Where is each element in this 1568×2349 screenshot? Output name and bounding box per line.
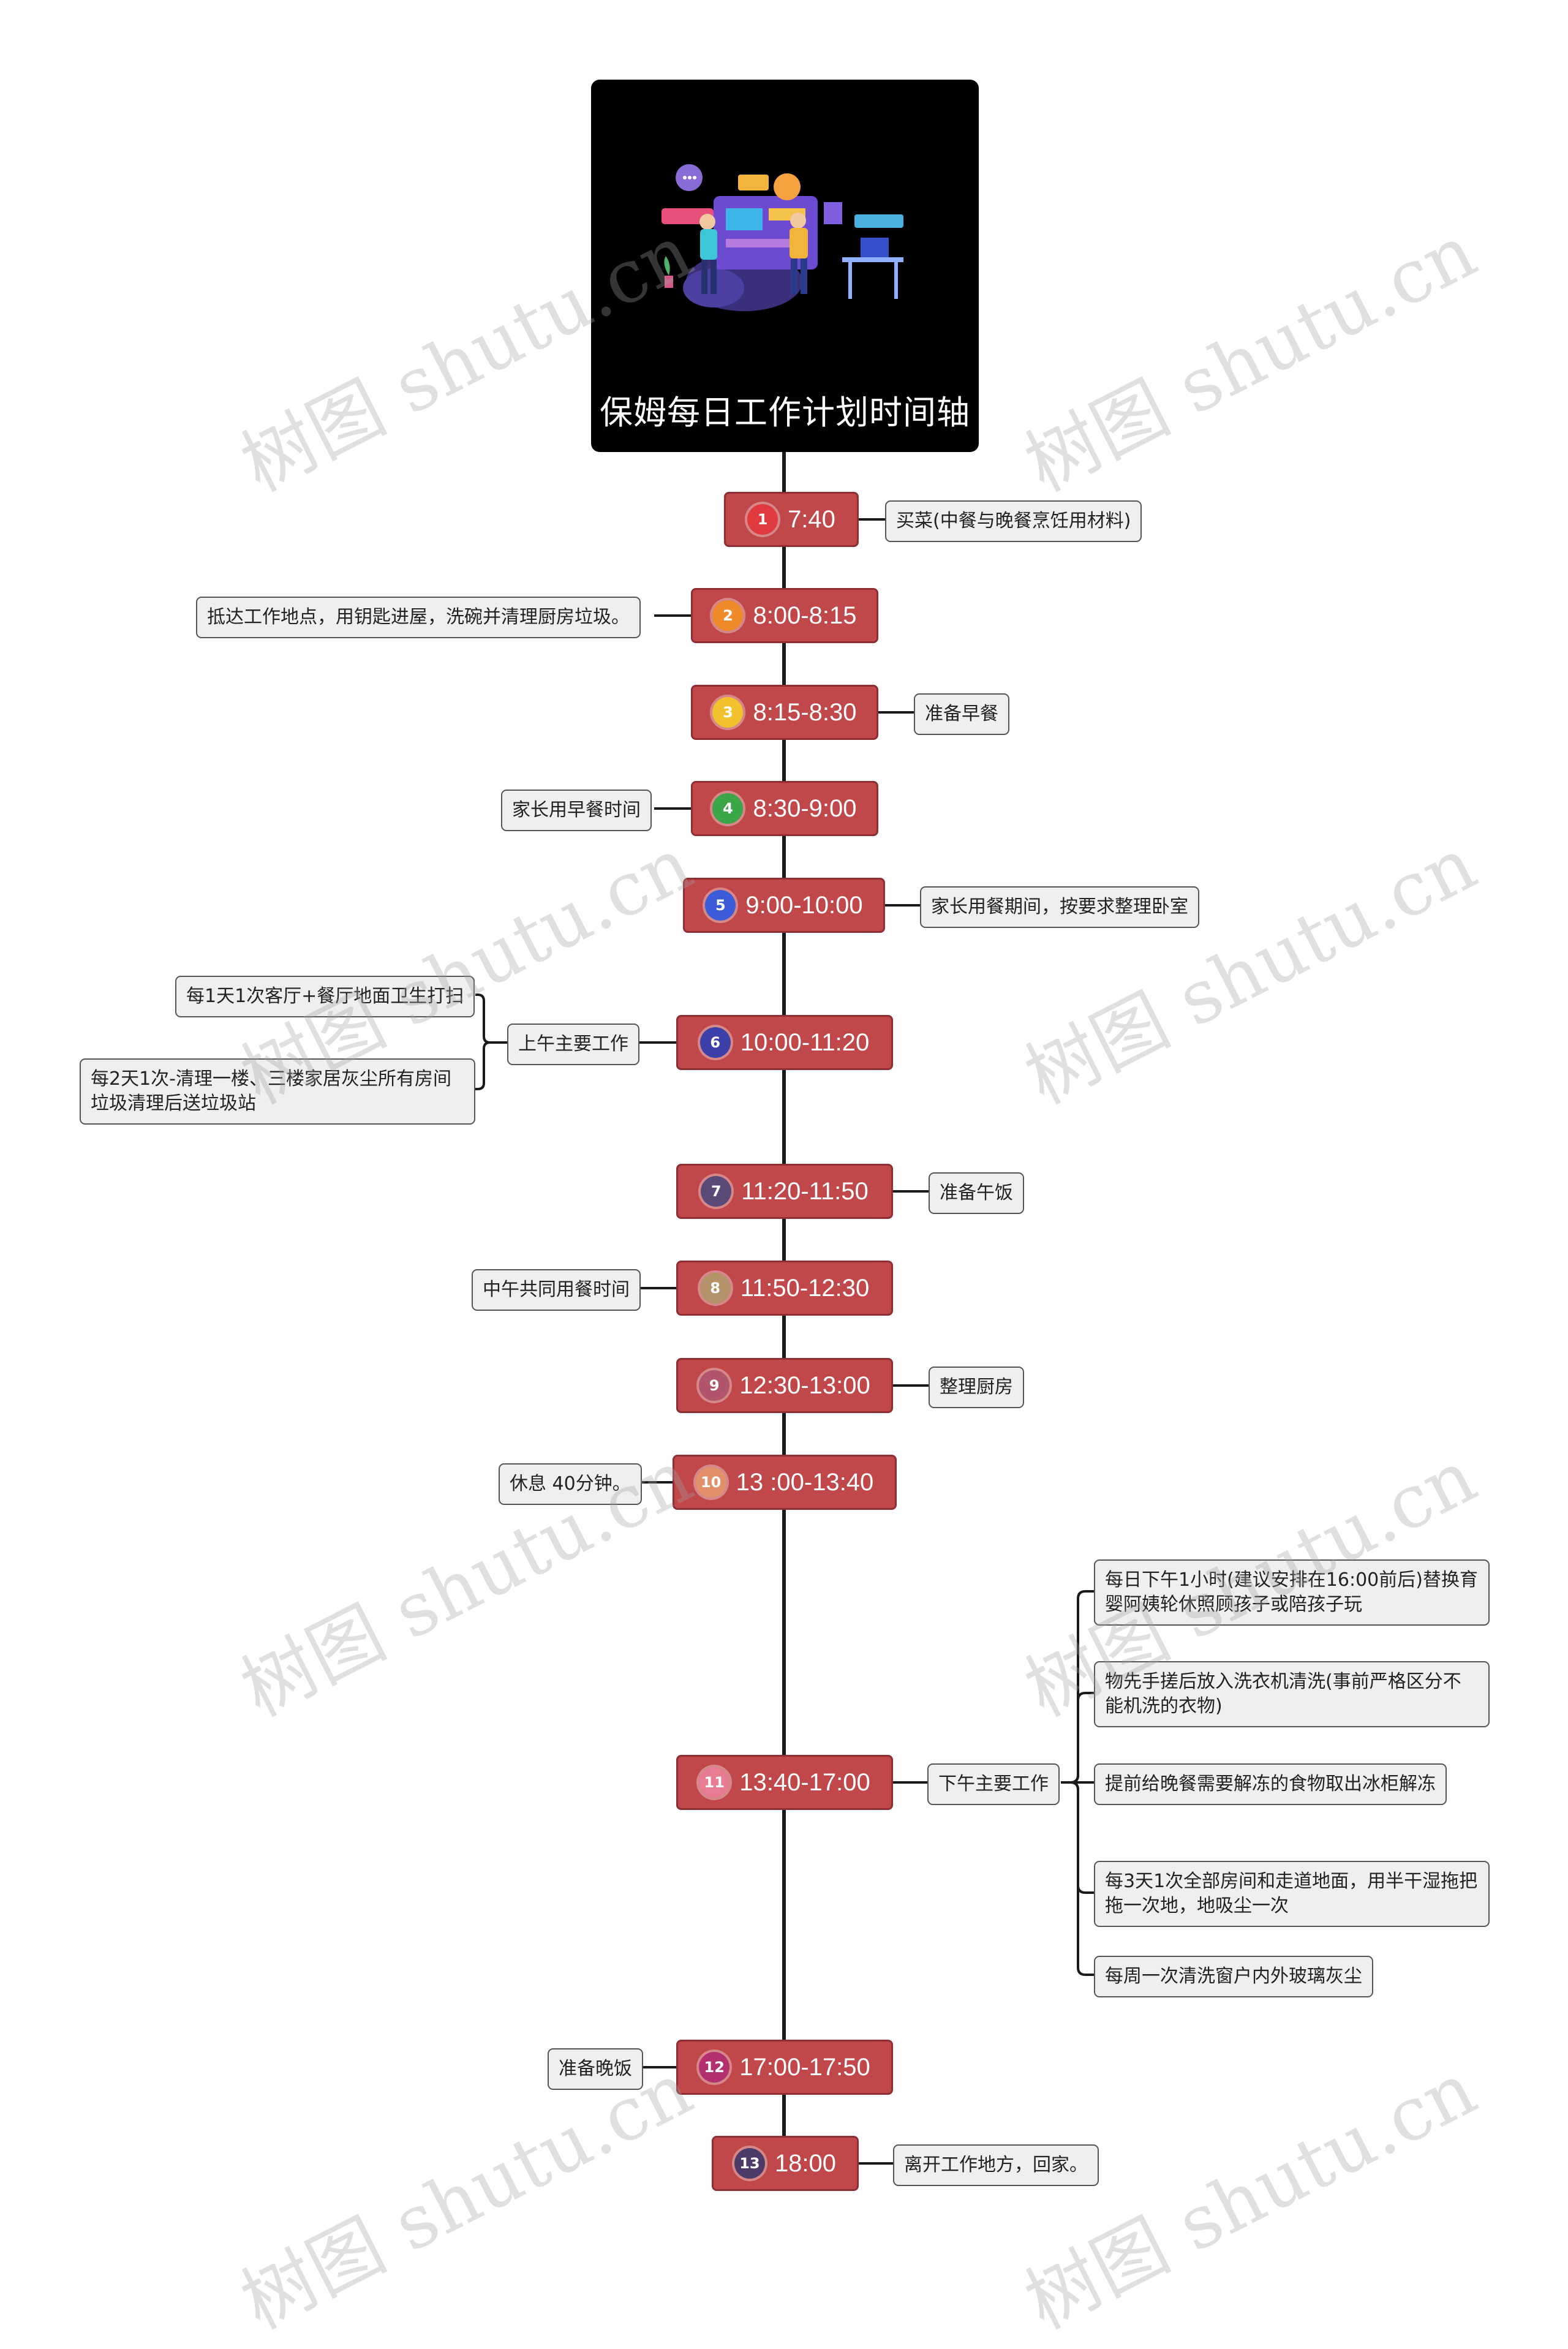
time-node-2[interactable]: 2 8:00-8:15 [691,588,878,643]
number-1-icon: 1 [747,504,778,535]
time-label: 10:00-11:20 [741,1029,870,1057]
number-12-icon: 12 [699,2052,729,2083]
number-8-icon: 8 [700,1273,731,1303]
time-label: 8:15-8:30 [753,699,856,726]
time-label: 13 :00-13:40 [736,1469,874,1496]
note-step-12[interactable]: 准备晚饭 [548,2048,643,2090]
number-5-icon: 5 [705,890,736,921]
root-topic[interactable]: 保姆每日工作计划时间轴 [591,80,979,452]
number-6-icon: 6 [700,1027,731,1058]
time-node-13[interactable]: 13 18:00 [712,2136,859,2191]
time-label: 12:30-13:00 [739,1372,870,1400]
note-step-5[interactable]: 家长用餐期间，按要求整理卧室 [920,886,1199,928]
number-10-icon: 10 [696,1467,726,1498]
time-node-3[interactable]: 3 8:15-8:30 [691,685,878,740]
team-work-illustration-icon [658,153,916,325]
number-13-icon: 13 [734,2148,765,2179]
time-label: 7:40 [788,506,835,534]
time-label: 8:00-8:15 [753,602,856,630]
note-step-6-b[interactable]: 每2天1次-清理一楼、三楼家居灰尘所有房间垃圾清理后送垃圾站 [80,1058,475,1125]
time-node-6[interactable]: 6 10:00-11:20 [676,1015,893,1070]
time-label: 11:20-11:50 [741,1178,869,1205]
time-node-9[interactable]: 9 12:30-13:00 [676,1358,893,1413]
time-node-7[interactable]: 7 11:20-11:50 [676,1164,893,1219]
note-step-4[interactable]: 家长用早餐时间 [501,790,652,831]
time-node-8[interactable]: 8 11:50-12:30 [676,1261,893,1316]
number-4-icon: 4 [712,793,743,824]
time-label: 11:50-12:30 [741,1275,870,1302]
note-step-11-e[interactable]: 每周一次清洗窗户内外玻璃灰尘 [1094,1956,1373,1997]
time-node-4[interactable]: 4 8:30-9:00 [691,781,878,836]
time-node-5[interactable]: 5 9:00-10:00 [683,878,885,933]
time-node-12[interactable]: 12 17:00-17:50 [676,2040,893,2095]
root-title: 保姆每日工作计划时间轴 [591,385,979,434]
time-node-1[interactable]: 1 7:40 [724,492,859,547]
note-step-13[interactable]: 离开工作地方，回家。 [893,2144,1099,2186]
time-label: 18:00 [775,2150,836,2177]
number-3-icon: 3 [712,697,743,728]
number-11-icon: 11 [699,1767,729,1798]
time-label: 9:00-10:00 [745,892,862,919]
note-step-2[interactable]: 抵达工作地点，用钥匙进屋，洗碗并清理厨房垃圾。 [196,597,641,638]
mind-map-canvas: 保姆每日工作计划时间轴 1 7:40 买菜(中餐与晚餐烹饪用材料) 2 8:00… [0,0,1568,2271]
number-9-icon: 9 [699,1370,729,1401]
morning-main-work-label[interactable]: 上午主要工作 [507,1024,639,1065]
note-step-6-a[interactable]: 每1天1次客厅+餐厅地面卫生打扫 [175,976,475,1017]
note-step-11-a[interactable]: 每日下午1小时(建议安排在16:00前后)替换育婴阿姨轮休照顾孩子或陪孩子玩 [1094,1559,1490,1626]
note-step-8[interactable]: 中午共同用餐时间 [472,1269,641,1311]
note-step-11-c[interactable]: 提前给晚餐需要解冻的食物取出冰柜解冻 [1094,1763,1447,1805]
time-label: 17:00-17:50 [739,2054,870,2081]
number-2-icon: 2 [712,600,743,631]
time-label: 13:40-17:00 [739,1769,870,1797]
note-step-10[interactable]: 休息 40分钟。 [499,1463,642,1505]
time-node-11[interactable]: 11 13:40-17:00 [676,1755,893,1810]
note-step-11-b[interactable]: 物先手搓后放入洗衣机清洗(事前严格区分不能机洗的衣物) [1094,1661,1490,1727]
note-step-1[interactable]: 买菜(中餐与晚餐烹饪用材料) [885,500,1142,542]
number-7-icon: 7 [701,1176,731,1207]
note-step-11-d[interactable]: 每3天1次全部房间和走道地面，用半干湿拖把拖一次地，地吸尘一次 [1094,1861,1490,1927]
note-step-9[interactable]: 整理厨房 [929,1367,1024,1408]
time-node-10[interactable]: 10 13 :00-13:40 [673,1455,897,1510]
afternoon-main-work-label[interactable]: 下午主要工作 [927,1763,1060,1805]
note-step-7[interactable]: 准备午饭 [929,1172,1024,1214]
time-label: 8:30-9:00 [753,795,856,823]
note-step-3[interactable]: 准备早餐 [914,693,1009,735]
